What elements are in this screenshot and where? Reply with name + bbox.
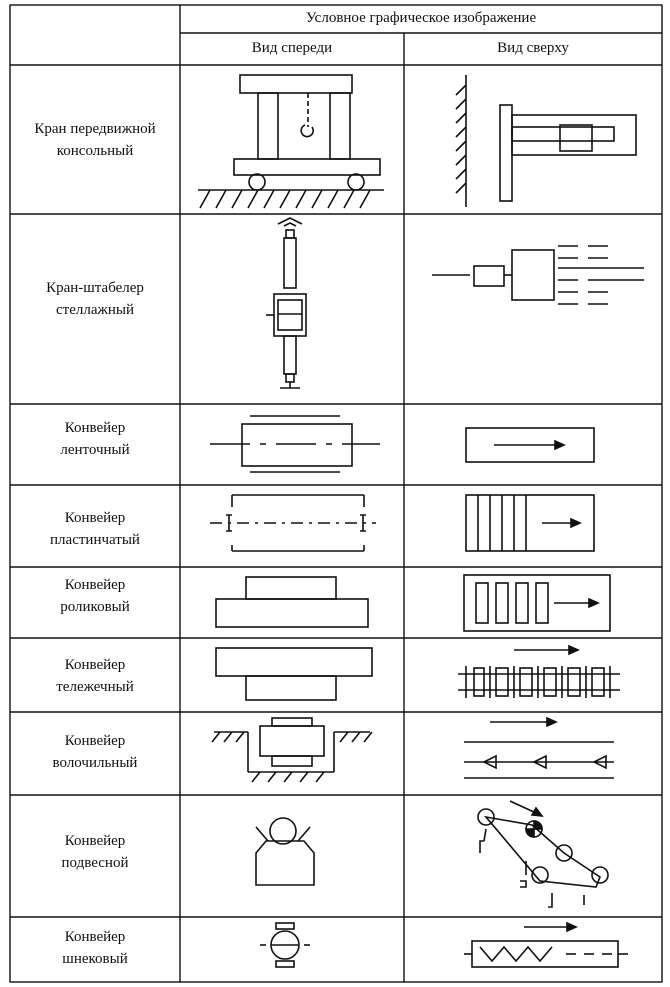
- drag-conveyor-top-symbol: [464, 716, 614, 779]
- mobile-cantilever-crane-top-symbol: [455, 75, 637, 207]
- roller-conveyor-top-symbol: [463, 574, 611, 632]
- rack-stacker-crane-top-symbol: [432, 245, 644, 305]
- screw-conveyor-front-symbol: [260, 922, 310, 968]
- belt-conveyor-front-symbol: [210, 415, 380, 473]
- cart-conveyor-front-symbol: [215, 647, 373, 701]
- overhead-conveyor-front-symbol: [255, 817, 315, 886]
- header-top-view: Вид сверху: [497, 40, 569, 56]
- overhead-conveyor-top-symbol: [477, 800, 609, 908]
- drag-conveyor-front-symbol: [211, 717, 373, 783]
- mobile-cantilever-crane-front-symbol: [198, 74, 384, 209]
- belt-conveyor-top-symbol: [465, 427, 595, 463]
- header-front-view: Вид спереди: [251, 40, 333, 56]
- plate-conveyor-top-symbol: [465, 494, 595, 552]
- rack-stacker-crane-front-symbol: [266, 217, 307, 389]
- roller-conveyor-front-symbol: [215, 576, 369, 628]
- plate-conveyor-front-symbol: [210, 494, 376, 552]
- header-group-title: Условное графическое изображение: [305, 10, 537, 26]
- cart-conveyor-top-symbol: [458, 644, 620, 698]
- screw-conveyor-top-symbol: [464, 921, 628, 968]
